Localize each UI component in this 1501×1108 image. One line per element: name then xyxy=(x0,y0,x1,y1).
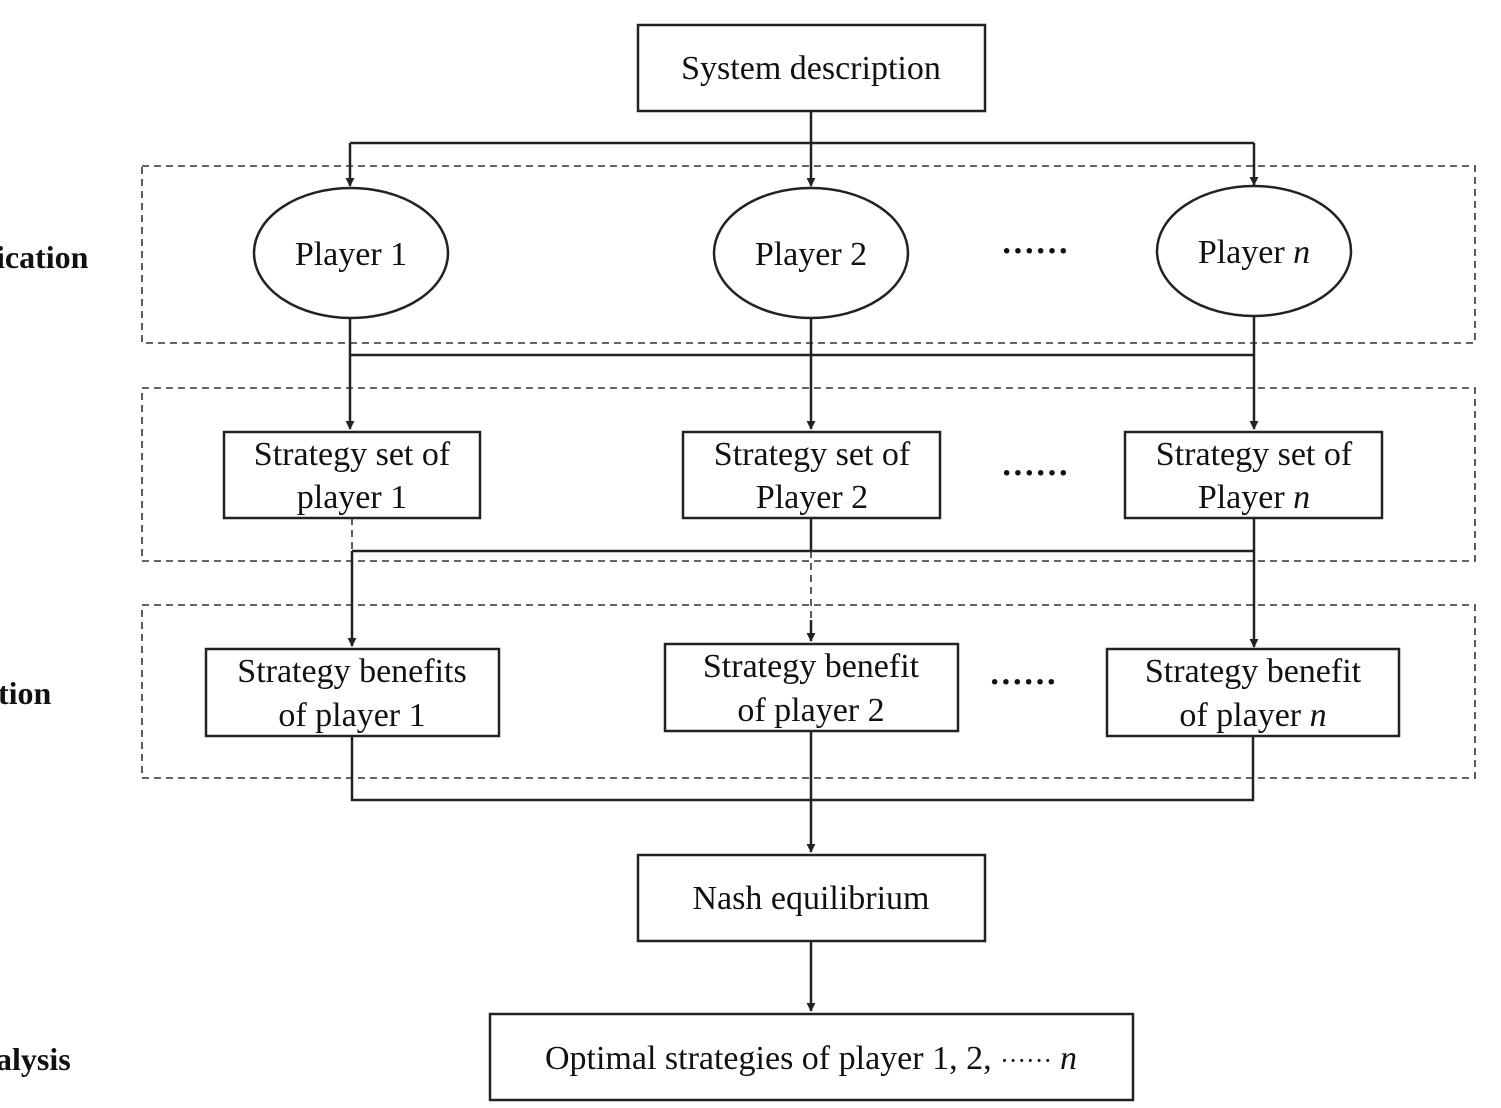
nash-equilibrium-label: Nash equilibrium xyxy=(692,880,929,917)
player-2-prefix: Player xyxy=(755,236,850,273)
strategy-set-1-line1: Strategy set of xyxy=(254,436,451,473)
strategy-set-1-line2: player 1 xyxy=(297,479,407,516)
benefit-2-box xyxy=(663,642,960,733)
strategy-set-1-number: 1 xyxy=(390,479,407,516)
strategy-set-2-line2: Player 2 xyxy=(756,479,868,516)
strategy-set-2-prefix: Player xyxy=(756,479,851,516)
player-1-number: 1 xyxy=(390,236,407,273)
benefit-1-number: 1 xyxy=(409,697,426,734)
player-2-label: Player 2 xyxy=(755,236,867,273)
strategy-set-2-number: 2 xyxy=(851,479,868,516)
side-label-bottom: alysis xyxy=(0,1041,71,1077)
benefit-1-line2: of player 1 xyxy=(278,697,425,734)
player-1-prefix: Player xyxy=(295,236,390,273)
strategy-set-1-prefix: player xyxy=(297,479,390,516)
benefit-1-prefix: of player xyxy=(278,697,408,734)
player-n-prefix: Player xyxy=(1198,234,1293,271)
player-n-number: n xyxy=(1293,234,1310,271)
benefits-ellipsis: ······ xyxy=(989,664,1057,701)
benefit-n-box xyxy=(1105,647,1401,738)
strategy-set-n-box xyxy=(1123,430,1384,520)
benefit-2-line2: of player 2 xyxy=(737,692,884,729)
benefit-2-line1: Strategy benefit xyxy=(703,648,920,685)
strategy-set-n-prefix: Player xyxy=(1198,479,1293,516)
benefit-1-line1: Strategy benefits xyxy=(237,653,466,690)
strategy-set-2-line1: Strategy set of xyxy=(714,436,911,473)
system-description-label: System description xyxy=(681,50,941,87)
players-ellipsis: ······ xyxy=(1001,233,1069,270)
side-label-top: ication xyxy=(0,239,89,275)
optimal-strategies-box xyxy=(488,1012,1135,1102)
connector-strategy-bus xyxy=(352,518,1256,553)
strategy-set-2-box xyxy=(681,430,942,520)
benefit-n-line1: Strategy benefit xyxy=(1145,653,1362,690)
player-n-label: Player n xyxy=(1198,234,1310,271)
player-1-label: Player 1 xyxy=(295,236,407,273)
benefit-2-number: 2 xyxy=(868,692,885,729)
benefit-n-number: n xyxy=(1310,697,1327,734)
optimal-strategies-dots: ······ xyxy=(1000,1046,1052,1075)
strategy-set-n-number: n xyxy=(1293,479,1310,516)
connector-players-bus xyxy=(348,316,1256,357)
benefit-n-line2: of player n xyxy=(1179,697,1326,734)
player-2-number: 2 xyxy=(850,236,867,273)
connector-benefits-bus xyxy=(350,731,1255,802)
optimal-strategies-prefix: Optimal strategies of player 1, 2, xyxy=(545,1040,1000,1077)
benefit-2-prefix: of player xyxy=(737,692,867,729)
nash-equilibrium-box xyxy=(636,853,987,943)
players-group-frame xyxy=(141,165,1476,344)
strategy-set-n-line1: Strategy set of xyxy=(1156,436,1353,473)
benefit-n-prefix: of player xyxy=(1179,697,1309,734)
optimal-strategies-number: n xyxy=(1060,1040,1077,1077)
strategy-sets-ellipsis: ······ xyxy=(1001,455,1069,492)
strategy-set-group-frame xyxy=(141,387,1476,562)
system-description-box xyxy=(636,23,987,113)
strategy-set-n-line2: Player n xyxy=(1198,479,1310,516)
benefit-group-frame xyxy=(141,604,1476,779)
side-label-middle: tion xyxy=(0,675,52,711)
optimal-strategies-label: Optimal strategies of player 1, 2, ·····… xyxy=(545,1040,1077,1077)
